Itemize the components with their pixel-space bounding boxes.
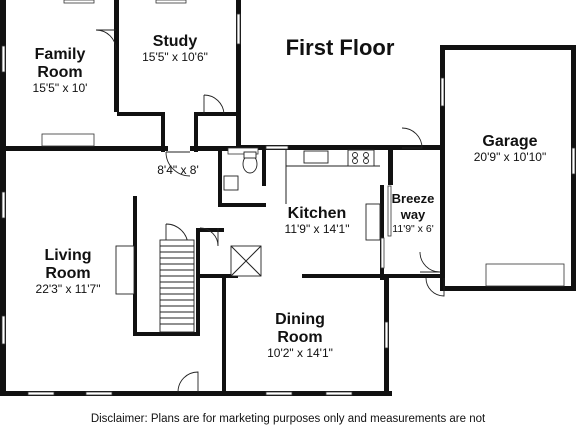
hatch-cross xyxy=(230,245,262,277)
garage-south-wall xyxy=(440,286,576,291)
dining-room-name-line2: Room xyxy=(277,329,322,346)
breezeway-west-upper xyxy=(388,145,393,185)
staircase xyxy=(159,239,195,333)
windows xyxy=(1,0,576,396)
door-swing xyxy=(203,94,225,115)
study-east-wall xyxy=(236,0,241,148)
window xyxy=(1,315,6,345)
kitchen-cabinet xyxy=(365,203,381,241)
door-swing xyxy=(95,29,117,51)
kitchen-name: Kitchen xyxy=(288,205,347,222)
fireplace xyxy=(115,245,135,295)
bath-sink xyxy=(223,175,239,191)
stair-west-wall xyxy=(133,196,137,336)
disclaimer: Disclaimer: Plans are for marketing purp… xyxy=(90,413,486,425)
living-room-name-line2: Room xyxy=(45,265,90,282)
family-room-dimensions: 15'5" x 10' xyxy=(33,81,88,95)
bath-west-wall xyxy=(218,146,222,206)
study-south-wall-right xyxy=(196,112,240,116)
window xyxy=(27,391,55,396)
living-room-name-line1: Living xyxy=(44,247,91,264)
living-room-west-wall xyxy=(0,146,6,396)
door-swing xyxy=(419,251,441,273)
south-exterior-wall xyxy=(0,391,392,396)
breezeway-south-wall xyxy=(384,274,444,278)
walls xyxy=(0,0,576,396)
study-south-wall-left xyxy=(117,112,163,116)
window xyxy=(85,391,113,396)
garage-north-wall xyxy=(440,45,576,50)
family-study-partition xyxy=(114,0,119,112)
family-room-west-wall xyxy=(0,0,6,150)
window xyxy=(265,145,289,150)
breezeway-name-line1: Breeze xyxy=(392,191,435,206)
family-room-name-line2: Room xyxy=(37,64,82,81)
door-swing xyxy=(199,227,219,247)
window xyxy=(63,0,95,4)
living-dining-divider xyxy=(222,274,226,396)
door-swing xyxy=(401,127,423,149)
floor-title: First Floor xyxy=(286,35,395,60)
door-swing xyxy=(425,277,445,297)
window xyxy=(380,237,385,269)
kitchen-east-wall xyxy=(380,185,384,280)
kitchen-sink xyxy=(303,150,329,164)
closet-wall-right xyxy=(194,112,198,152)
garage-door xyxy=(485,263,565,287)
breezeway-name-line2: way xyxy=(400,207,426,222)
window xyxy=(265,391,293,396)
stair-top-wall xyxy=(196,228,224,232)
bath-south-wall xyxy=(218,203,266,207)
doors xyxy=(95,29,445,393)
hall-dimensions: 8'4" x 8' xyxy=(157,163,199,177)
living-dining-stub xyxy=(200,274,238,278)
garage-name: Garage xyxy=(482,133,537,150)
stair-steps xyxy=(160,245,194,325)
window xyxy=(155,0,187,4)
living-room-dimensions: 22'3" x 11'7" xyxy=(36,282,101,296)
kitchen-dimensions: 11'9" x 14'1" xyxy=(285,222,350,236)
window xyxy=(384,321,389,349)
window xyxy=(440,77,445,107)
window xyxy=(571,147,576,175)
fixtures xyxy=(115,149,381,333)
garage-dimensions: 20'9" x 10'10" xyxy=(474,150,547,164)
hall-north-wall-right xyxy=(190,146,242,151)
study-name: Study xyxy=(153,33,198,50)
closet-wall-left xyxy=(161,112,165,152)
study-dimensions: 15'5" x 10'6" xyxy=(142,50,208,64)
dining-room-dimensions: 10'2" x 14'1" xyxy=(267,346,333,360)
window xyxy=(1,45,6,73)
dining-room-name-line1: Dining xyxy=(275,311,325,328)
burner xyxy=(352,158,358,164)
family-room-south-wall xyxy=(0,146,168,151)
kitchen-dining-divider xyxy=(302,274,386,278)
door-swing xyxy=(177,371,199,393)
breezeway-dimensions: 11'9" x 6' xyxy=(392,223,433,235)
stair-south-wall xyxy=(133,332,199,336)
stair-east-wall xyxy=(196,230,200,336)
kitchen-north-wall xyxy=(238,145,390,150)
garage-west-wall xyxy=(440,45,445,290)
burner xyxy=(352,152,358,158)
door-swing xyxy=(165,151,191,177)
bath-east-wall xyxy=(262,150,266,186)
window xyxy=(1,191,6,219)
kitchen-range xyxy=(347,149,375,167)
window xyxy=(236,13,241,45)
toilet-tank xyxy=(243,151,257,159)
burner xyxy=(363,158,369,164)
family-room-name-line1: Family xyxy=(35,46,86,63)
burner xyxy=(363,152,369,158)
breezeway-north-wall xyxy=(388,145,444,150)
window xyxy=(41,133,95,147)
window xyxy=(325,391,353,396)
breezeway-window xyxy=(387,185,392,237)
window xyxy=(227,147,259,155)
